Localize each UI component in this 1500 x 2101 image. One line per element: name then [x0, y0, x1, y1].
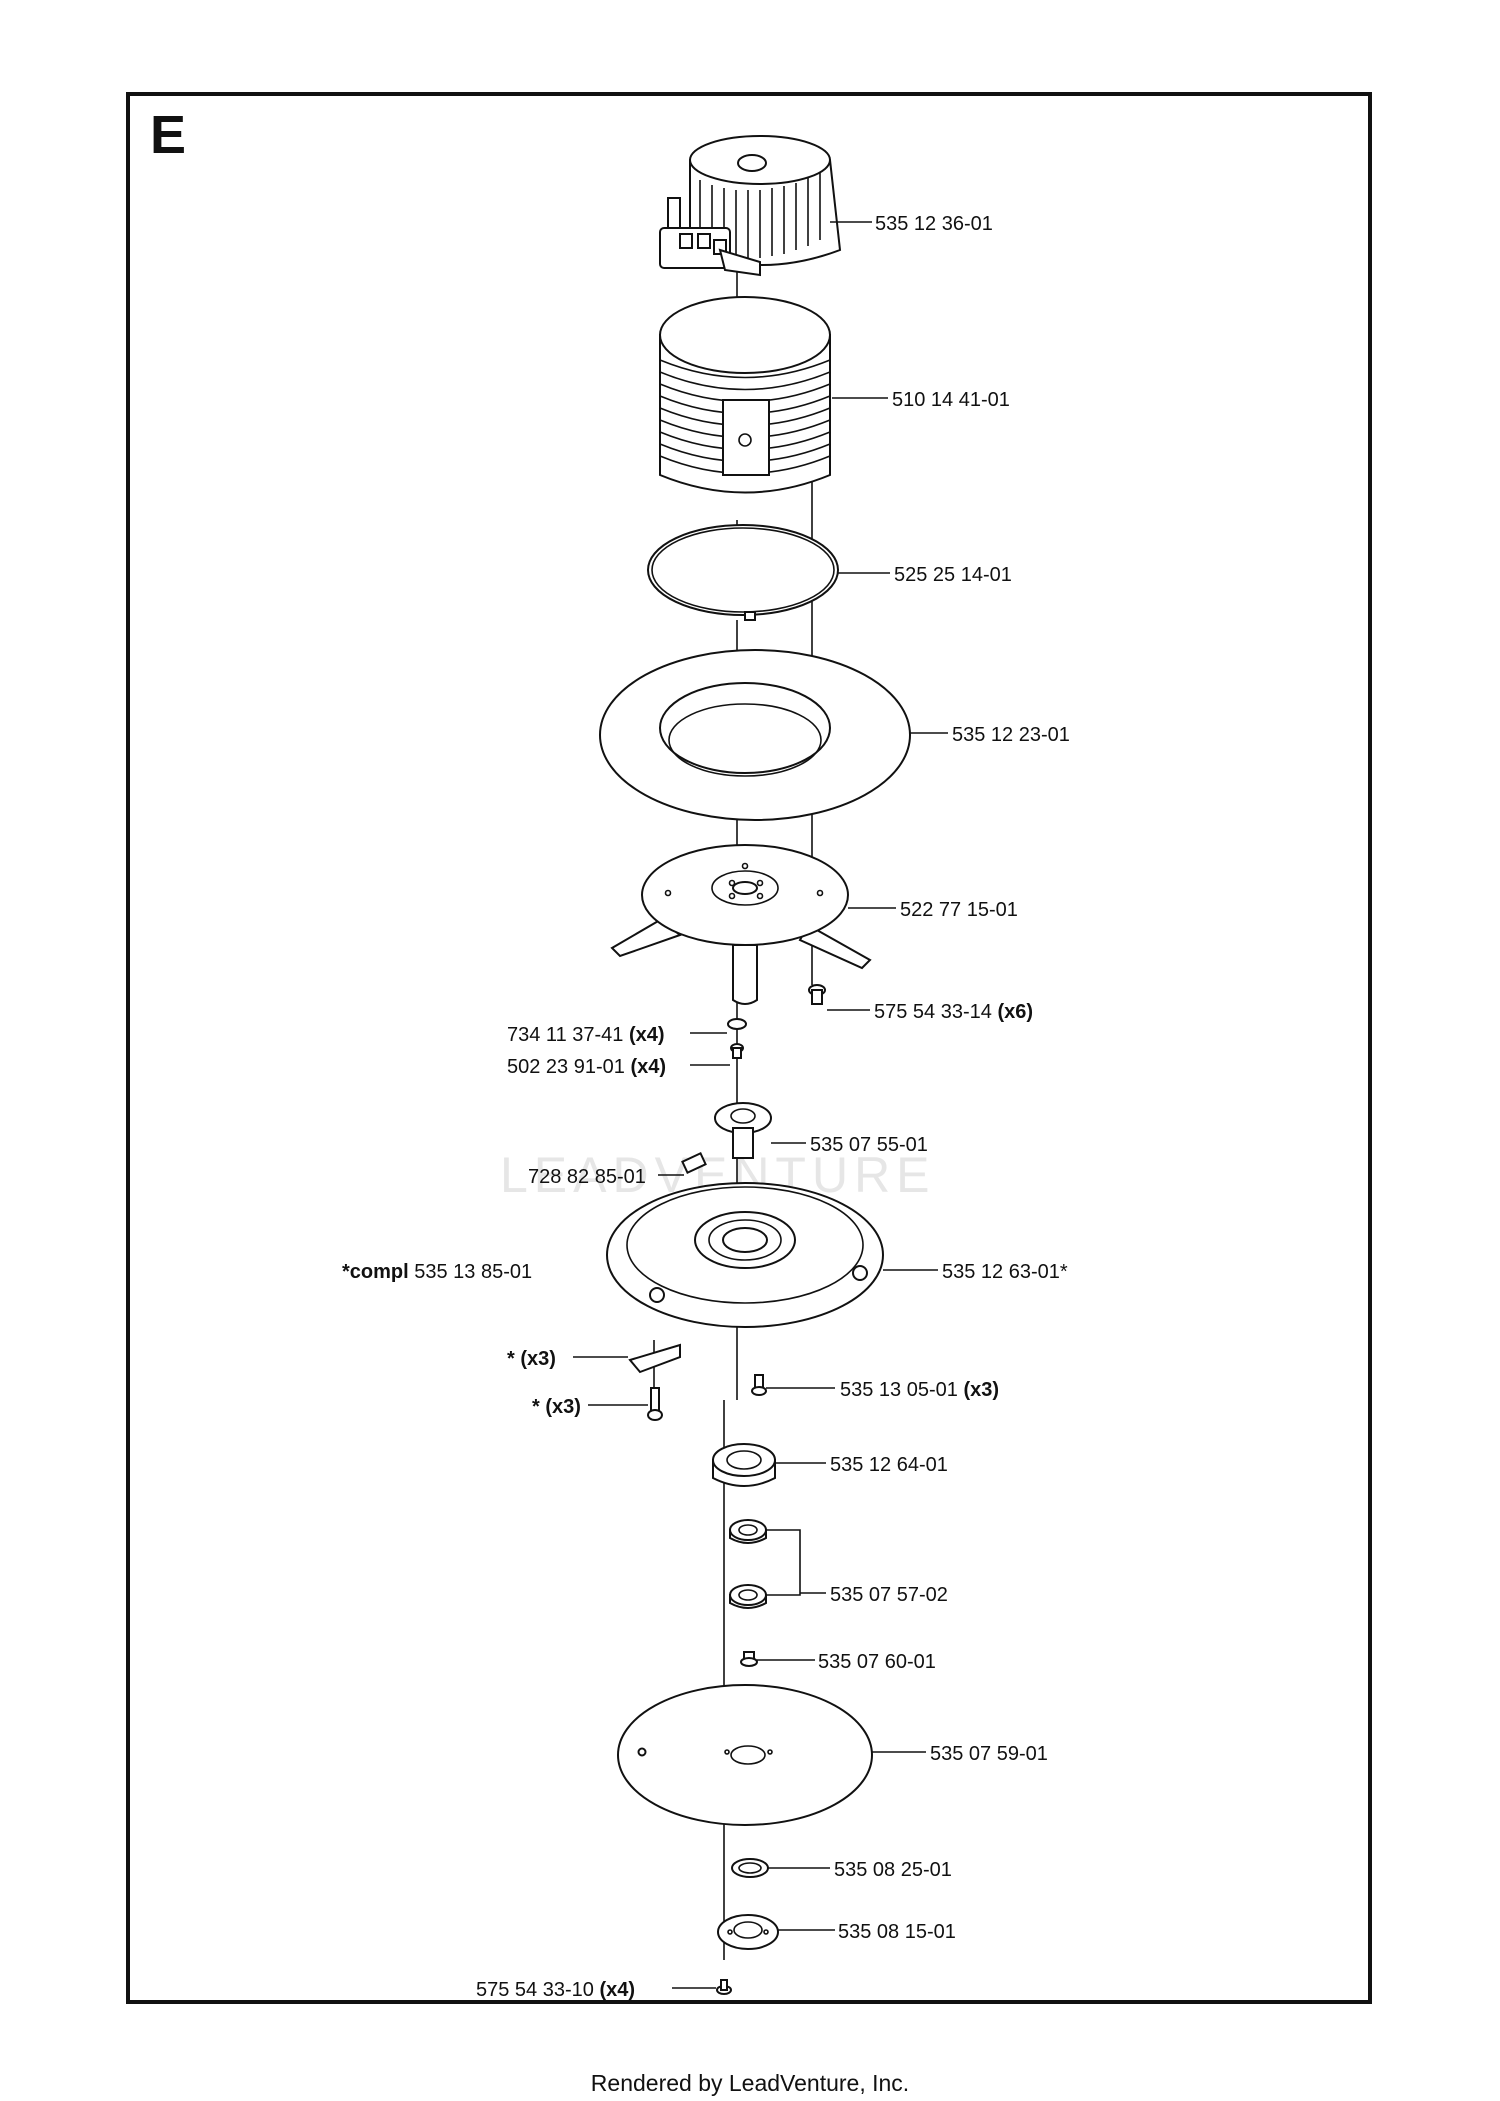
- small-screw-part: [730, 1043, 744, 1059]
- part-label-skid-plate: 535 07 59-01: [930, 1743, 1048, 1765]
- part-label-housing: 510 14 41-01: [892, 389, 1010, 411]
- blade-screw-part: [647, 1387, 663, 1421]
- blade-disc: [606, 1182, 884, 1328]
- washer-ring: [731, 1858, 769, 1878]
- bracket-screw: [808, 984, 826, 1005]
- part-label-screw-x4-b: 575 54 33-10 (x4): [476, 1979, 635, 2001]
- skid-plate: [617, 1684, 873, 1826]
- bearing-housing: [712, 1443, 776, 1487]
- leader-lines: [573, 221, 948, 1989]
- part-label-blade-screw: * (x3): [532, 1396, 581, 1418]
- collar-ring: [599, 649, 911, 821]
- part-label-screw-x6: 575 54 33-14 (x6): [874, 1001, 1033, 1023]
- part-label-blade: * (x3): [507, 1348, 556, 1370]
- part-label-hub: 535 07 55-01: [810, 1134, 928, 1156]
- part-label-motor: 535 12 36-01: [875, 213, 993, 235]
- housing-cylinder: [659, 296, 831, 494]
- part-label-bearings: 535 07 57-02: [830, 1584, 948, 1606]
- section-letter: E: [150, 105, 187, 165]
- part-label-seal-ring: 525 25 14-01: [894, 564, 1012, 586]
- part-label-disc-screw: 535 13 05-01 (x3): [840, 1379, 999, 1401]
- part-label-setscrew: 728 82 85-01: [528, 1166, 646, 1188]
- bearing-lower: [729, 1584, 767, 1609]
- part-label-bracket: 522 77 15-01: [900, 899, 1018, 921]
- part-label-bearing-housing: 535 12 64-01: [830, 1454, 948, 1476]
- part-label-nut: 535 07 60-01: [818, 1651, 936, 1673]
- nut-part: [740, 1651, 758, 1667]
- part-label-collar: 535 12 23-01: [952, 724, 1070, 746]
- part-label-screw-x4-a: 502 23 91-01 (x4): [507, 1056, 666, 1078]
- bearing-upper: [729, 1519, 767, 1544]
- part-label-complete-assembly: *compl 535 13 85-01: [342, 1261, 532, 1283]
- setscrew-part: [681, 1152, 707, 1174]
- footer-credit: Rendered by LeadVenture, Inc.: [590, 2070, 910, 2096]
- bracket-plate: [610, 844, 872, 1005]
- bottom-screw-part: [716, 1979, 732, 1995]
- part-label-blade-disc: 535 12 63-01*: [942, 1261, 1068, 1283]
- disc-screw-part: [751, 1374, 767, 1396]
- seal-ring: [647, 524, 839, 621]
- blade-part: [628, 1343, 681, 1374]
- motor-assembly: [659, 135, 842, 277]
- diagram-frame: [126, 92, 1372, 2004]
- washer-part: [727, 1018, 747, 1030]
- hub-part: [714, 1102, 772, 1159]
- part-label-cover: 535 08 15-01: [838, 1921, 956, 1943]
- part-label-washer: 734 11 37-41 (x4): [507, 1024, 665, 1046]
- bottom-cover: [717, 1914, 779, 1950]
- part-label-washer-ring: 535 08 25-01: [834, 1859, 952, 1881]
